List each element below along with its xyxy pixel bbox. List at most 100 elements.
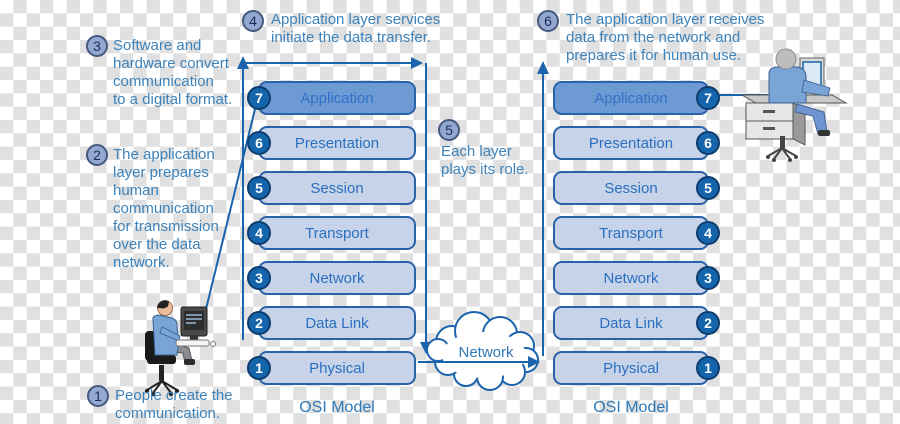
layer-box-datalink: Data Link [553, 306, 709, 340]
right-arrowhead-cloud [528, 356, 540, 368]
note-2-badge: 2 [86, 144, 108, 166]
note-line: hardware convert [113, 55, 229, 72]
note-line: prepares it for human use. [566, 47, 742, 64]
note-line: Each layer [441, 143, 512, 160]
note-line: initiate the data transfer. [271, 29, 432, 46]
layer-session-right: Session 5 [550, 171, 722, 205]
layer-number-badge: 1 [247, 356, 271, 380]
layer-box-network: Network [553, 261, 709, 295]
layer-number-badge: 3 [247, 266, 271, 290]
layer-network-left: Network 3 [247, 261, 419, 295]
stack-caption-right: OSI Model [593, 399, 669, 416]
person-at-desk-icon [740, 48, 848, 162]
note-line: data from the network and [566, 29, 741, 46]
note-line: layer prepares [113, 164, 209, 181]
note-5-badge: 5 [438, 119, 460, 141]
layer-physical-right: Physical 1 [550, 351, 722, 385]
layer-session-left: Session 5 [247, 171, 419, 205]
layer-label: Physical [603, 359, 659, 377]
layer-label: Session [604, 179, 658, 197]
note-line: communication. [115, 405, 221, 422]
layer-number-badge: 3 [696, 266, 720, 290]
cloud-label: Network [458, 344, 514, 361]
note-line: over the data [113, 236, 201, 253]
note-1-text: People create the communication. [115, 387, 233, 423]
layer-number-badge: 1 [696, 356, 720, 380]
layer-number-badge: 4 [247, 221, 271, 245]
osi-stack-right: Application 7 Presentation 6 Session 5 T… [550, 81, 722, 421]
note-6-badge: 6 [537, 10, 559, 32]
layer-label: Application [594, 89, 668, 107]
layer-box-network: Network [258, 261, 416, 295]
layer-transport-right: Transport 4 [550, 216, 722, 250]
layer-label: Data Link [599, 314, 663, 332]
note-line: The application [113, 146, 215, 163]
layer-box-application: Application [553, 81, 709, 115]
note-4-text: Application layer services initiate the … [271, 11, 440, 47]
layer-label: Network [603, 269, 659, 287]
layer-number-badge: 2 [696, 311, 720, 335]
note-6-text: The application layer receives data from… [566, 11, 764, 65]
layer-datalink-left: Data Link 2 [247, 306, 419, 340]
stack-caption-left: OSI Model [299, 399, 375, 416]
note-line: The application layer receives [566, 11, 765, 28]
layer-box-application: Application [258, 81, 416, 115]
note-line: to a digital format. [113, 91, 233, 108]
layer-box-presentation: Presentation [553, 126, 709, 160]
layer-label: Physical [309, 359, 365, 377]
layer-box-physical: Physical [553, 351, 709, 385]
note-line: human [113, 182, 159, 199]
layer-number-badge: 7 [696, 86, 720, 110]
note-line: plays its role. [441, 161, 529, 178]
layer-label: Transport [305, 224, 369, 242]
layer-box-session: Session [258, 171, 416, 205]
layer-box-transport: Transport [258, 216, 416, 250]
note-2-text: The application layer prepares human com… [113, 146, 219, 272]
layer-label: Application [300, 89, 374, 107]
layer-application-right: Application 7 [550, 81, 722, 115]
note-line: Software and [113, 37, 202, 54]
layer-datalink-right: Data Link 2 [550, 306, 722, 340]
layer-label: Presentation [588, 134, 674, 152]
note-3-text: Software and hardware convert communicat… [113, 37, 232, 109]
layer-label: Presentation [294, 134, 380, 152]
layer-presentation-left: Presentation 6 [247, 126, 419, 160]
layer-box-transport: Transport [553, 216, 709, 250]
layer-physical-left: Physical 1 [247, 351, 419, 385]
layer-label: Transport [599, 224, 663, 242]
layer-number-badge: 7 [247, 86, 271, 110]
layer-network-right: Network 3 [550, 261, 722, 295]
cloud-through-arrow [418, 356, 540, 368]
note-line: communication [113, 73, 214, 90]
note-line: communication [113, 200, 214, 217]
layer-number-badge: 2 [247, 311, 271, 335]
layer-label: Network [309, 269, 365, 287]
note-line: Application layer services [271, 11, 441, 28]
layer-number-badge: 6 [247, 131, 271, 155]
layer-number-badge: 5 [696, 176, 720, 200]
note-line: People create the [115, 387, 233, 404]
layer-box-session: Session [553, 171, 709, 205]
layer-box-presentation: Presentation [258, 126, 416, 160]
right-arrowhead-top [411, 57, 423, 69]
note-line: for transmission [113, 218, 219, 235]
layer-number-badge: 4 [696, 221, 720, 245]
layer-box-physical: Physical [258, 351, 416, 385]
note-4-badge: 4 [242, 10, 264, 32]
note-3-badge: 3 [86, 35, 108, 57]
person-at-computer-icon [144, 300, 216, 397]
layer-application-left: Application 7 [247, 81, 419, 115]
up-arrowhead-right [537, 61, 549, 74]
network-cloud-icon [426, 311, 539, 391]
layer-box-datalink: Data Link [258, 306, 416, 340]
note-1-badge: 1 [87, 385, 109, 407]
note-5-text: Each layer plays its role. [441, 143, 529, 179]
layer-number-badge: 6 [696, 131, 720, 155]
layer-presentation-right: Presentation 6 [550, 126, 722, 160]
osi-stack-left: Application 7 Presentation 6 Session 5 T… [247, 81, 419, 421]
layer-transport-left: Transport 4 [247, 216, 419, 250]
note-line: network. [113, 254, 170, 271]
layer-number-badge: 5 [247, 176, 271, 200]
